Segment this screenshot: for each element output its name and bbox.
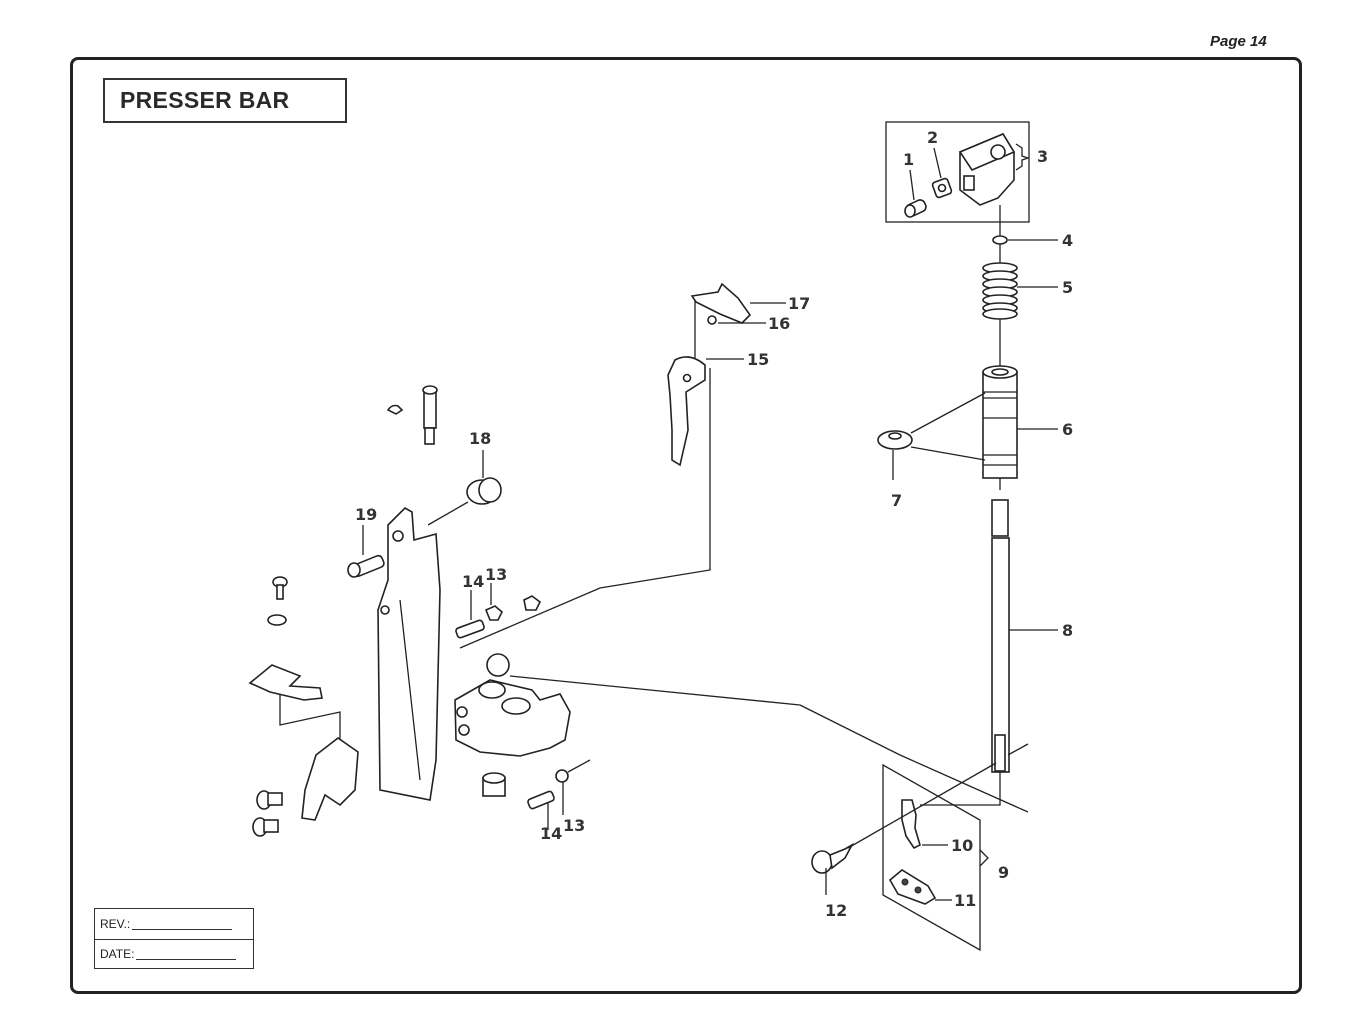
u-plate	[250, 665, 322, 700]
e-ring	[388, 406, 402, 415]
bracket-3	[1016, 144, 1028, 170]
part-6-bushing	[983, 366, 1017, 478]
callout-2: 2	[927, 128, 938, 147]
presser-bar-clamp-group	[878, 122, 1029, 805]
part-8-presser-bar	[992, 500, 1009, 772]
callout-11: 11	[954, 891, 976, 910]
callout-12: 12	[825, 901, 847, 920]
part-2-washer	[932, 178, 953, 199]
callout-4: 4	[1062, 231, 1073, 250]
pin	[423, 386, 437, 444]
callout-1: 1	[903, 150, 914, 169]
callout-10: 10	[951, 836, 973, 855]
frame-plate	[378, 508, 440, 800]
sleeve	[483, 773, 505, 796]
callout-5: 5	[1062, 278, 1073, 297]
part-5-spring	[983, 263, 1017, 319]
callout-14-upper: 14	[462, 572, 484, 591]
bracket	[302, 738, 358, 820]
callout-16: 16	[768, 314, 790, 333]
part-17-bracket	[692, 284, 750, 323]
left-assembly	[250, 386, 1028, 836]
callout-13-upper: 13	[485, 565, 507, 584]
callout-13-lower: 13	[563, 816, 585, 835]
part-3-clamp	[960, 134, 1014, 205]
lifter-lever-group	[460, 284, 750, 648]
part-7-washer	[878, 393, 985, 480]
callout-15: 15	[747, 350, 769, 369]
callout-18: 18	[469, 429, 491, 448]
part-16-pin	[708, 316, 716, 324]
presser-block	[455, 654, 570, 756]
part-12-thumbscrew	[812, 845, 852, 873]
callouts: 1 2 3 4 5 6 7 8 9 10 11 12 13 13 14 14 1…	[355, 128, 1073, 920]
presser-foot-group	[812, 763, 996, 950]
part-4-ring	[993, 236, 1007, 244]
part-13-nut-upper	[486, 583, 502, 620]
callout-17: 17	[788, 294, 810, 313]
screw-and-washer	[268, 577, 287, 625]
nut	[524, 596, 540, 610]
screws-bottom-left	[253, 791, 282, 836]
callout-6: 6	[1062, 420, 1073, 439]
part-11-foot	[890, 870, 935, 904]
part-19-screw	[348, 525, 385, 578]
callout-3: 3	[1037, 147, 1048, 166]
callout-8: 8	[1062, 621, 1073, 640]
callout-19: 19	[355, 505, 377, 524]
part-10-shank	[902, 800, 920, 848]
part-15-lever	[668, 357, 705, 465]
part-13-washer-lower	[556, 760, 590, 815]
part-18-cap	[428, 450, 501, 525]
callout-14-lower: 14	[540, 824, 562, 843]
callout-9: 9	[998, 863, 1009, 882]
part-14-screw-upper	[455, 590, 485, 638]
part-1-screw	[904, 198, 927, 217]
callout-7: 7	[891, 491, 902, 510]
